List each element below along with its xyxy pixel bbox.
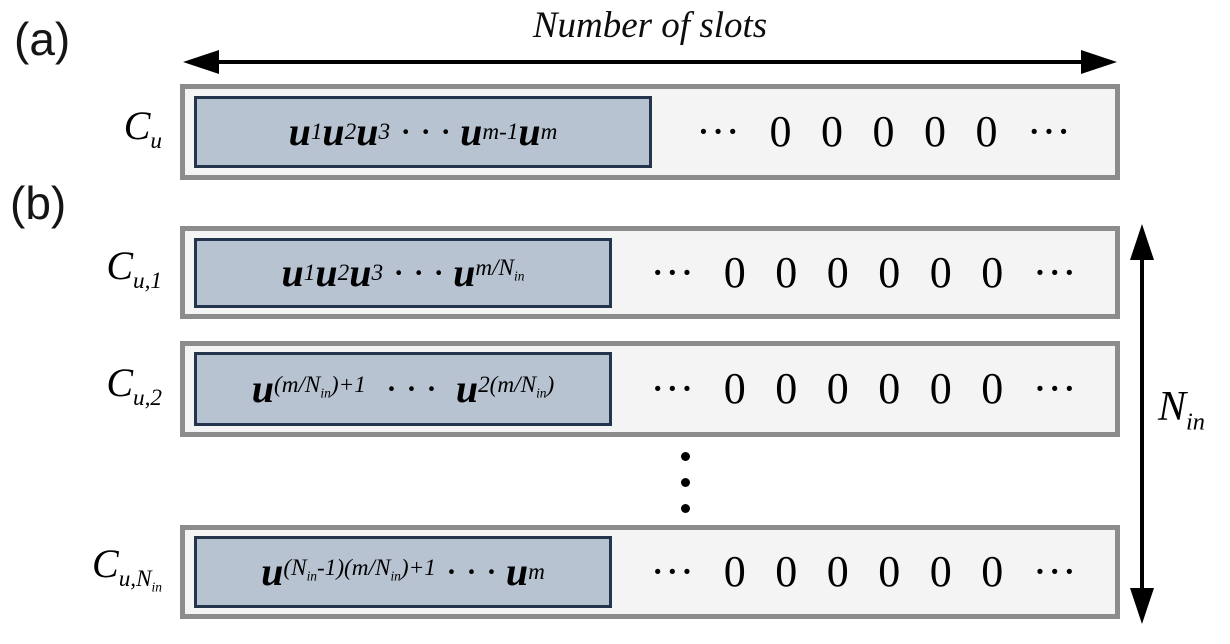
number-of-slots-span-arrow-icon bbox=[183, 50, 1117, 74]
codeword-label-cu2: Cu,2 bbox=[106, 360, 162, 411]
nin-span-arrow-icon bbox=[1130, 224, 1154, 624]
panel-b-tag: (b) bbox=[10, 177, 67, 229]
codeword-label-cu: Cu bbox=[123, 103, 162, 154]
codeword-label-cu1: Cu,1 bbox=[106, 243, 162, 294]
vertical-ellipsis-icon bbox=[681, 452, 690, 513]
empty-slots-text-cunin: ··· 0 0 0 0 0 0 ··· bbox=[650, 547, 1077, 596]
ellipsis-dot bbox=[681, 452, 690, 461]
ellipsis-dot bbox=[681, 478, 690, 487]
nin-count-label: Nin bbox=[1158, 384, 1205, 436]
ellipsis-dot bbox=[681, 504, 690, 513]
empty-slots-text-cu1: ··· 0 0 0 0 0 0 ··· bbox=[650, 247, 1077, 297]
panel-a-tag: (a) bbox=[14, 13, 71, 65]
empty-slots-text-cu2: ··· 0 0 0 0 0 0 ··· bbox=[650, 364, 1077, 413]
empty-slots-text-cu: ··· 0 0 0 0 0 ··· bbox=[696, 107, 1071, 156]
number-of-slots-label: Number of slots bbox=[532, 5, 768, 46]
codeword-label-cunin: Cu,Nin bbox=[92, 541, 162, 595]
